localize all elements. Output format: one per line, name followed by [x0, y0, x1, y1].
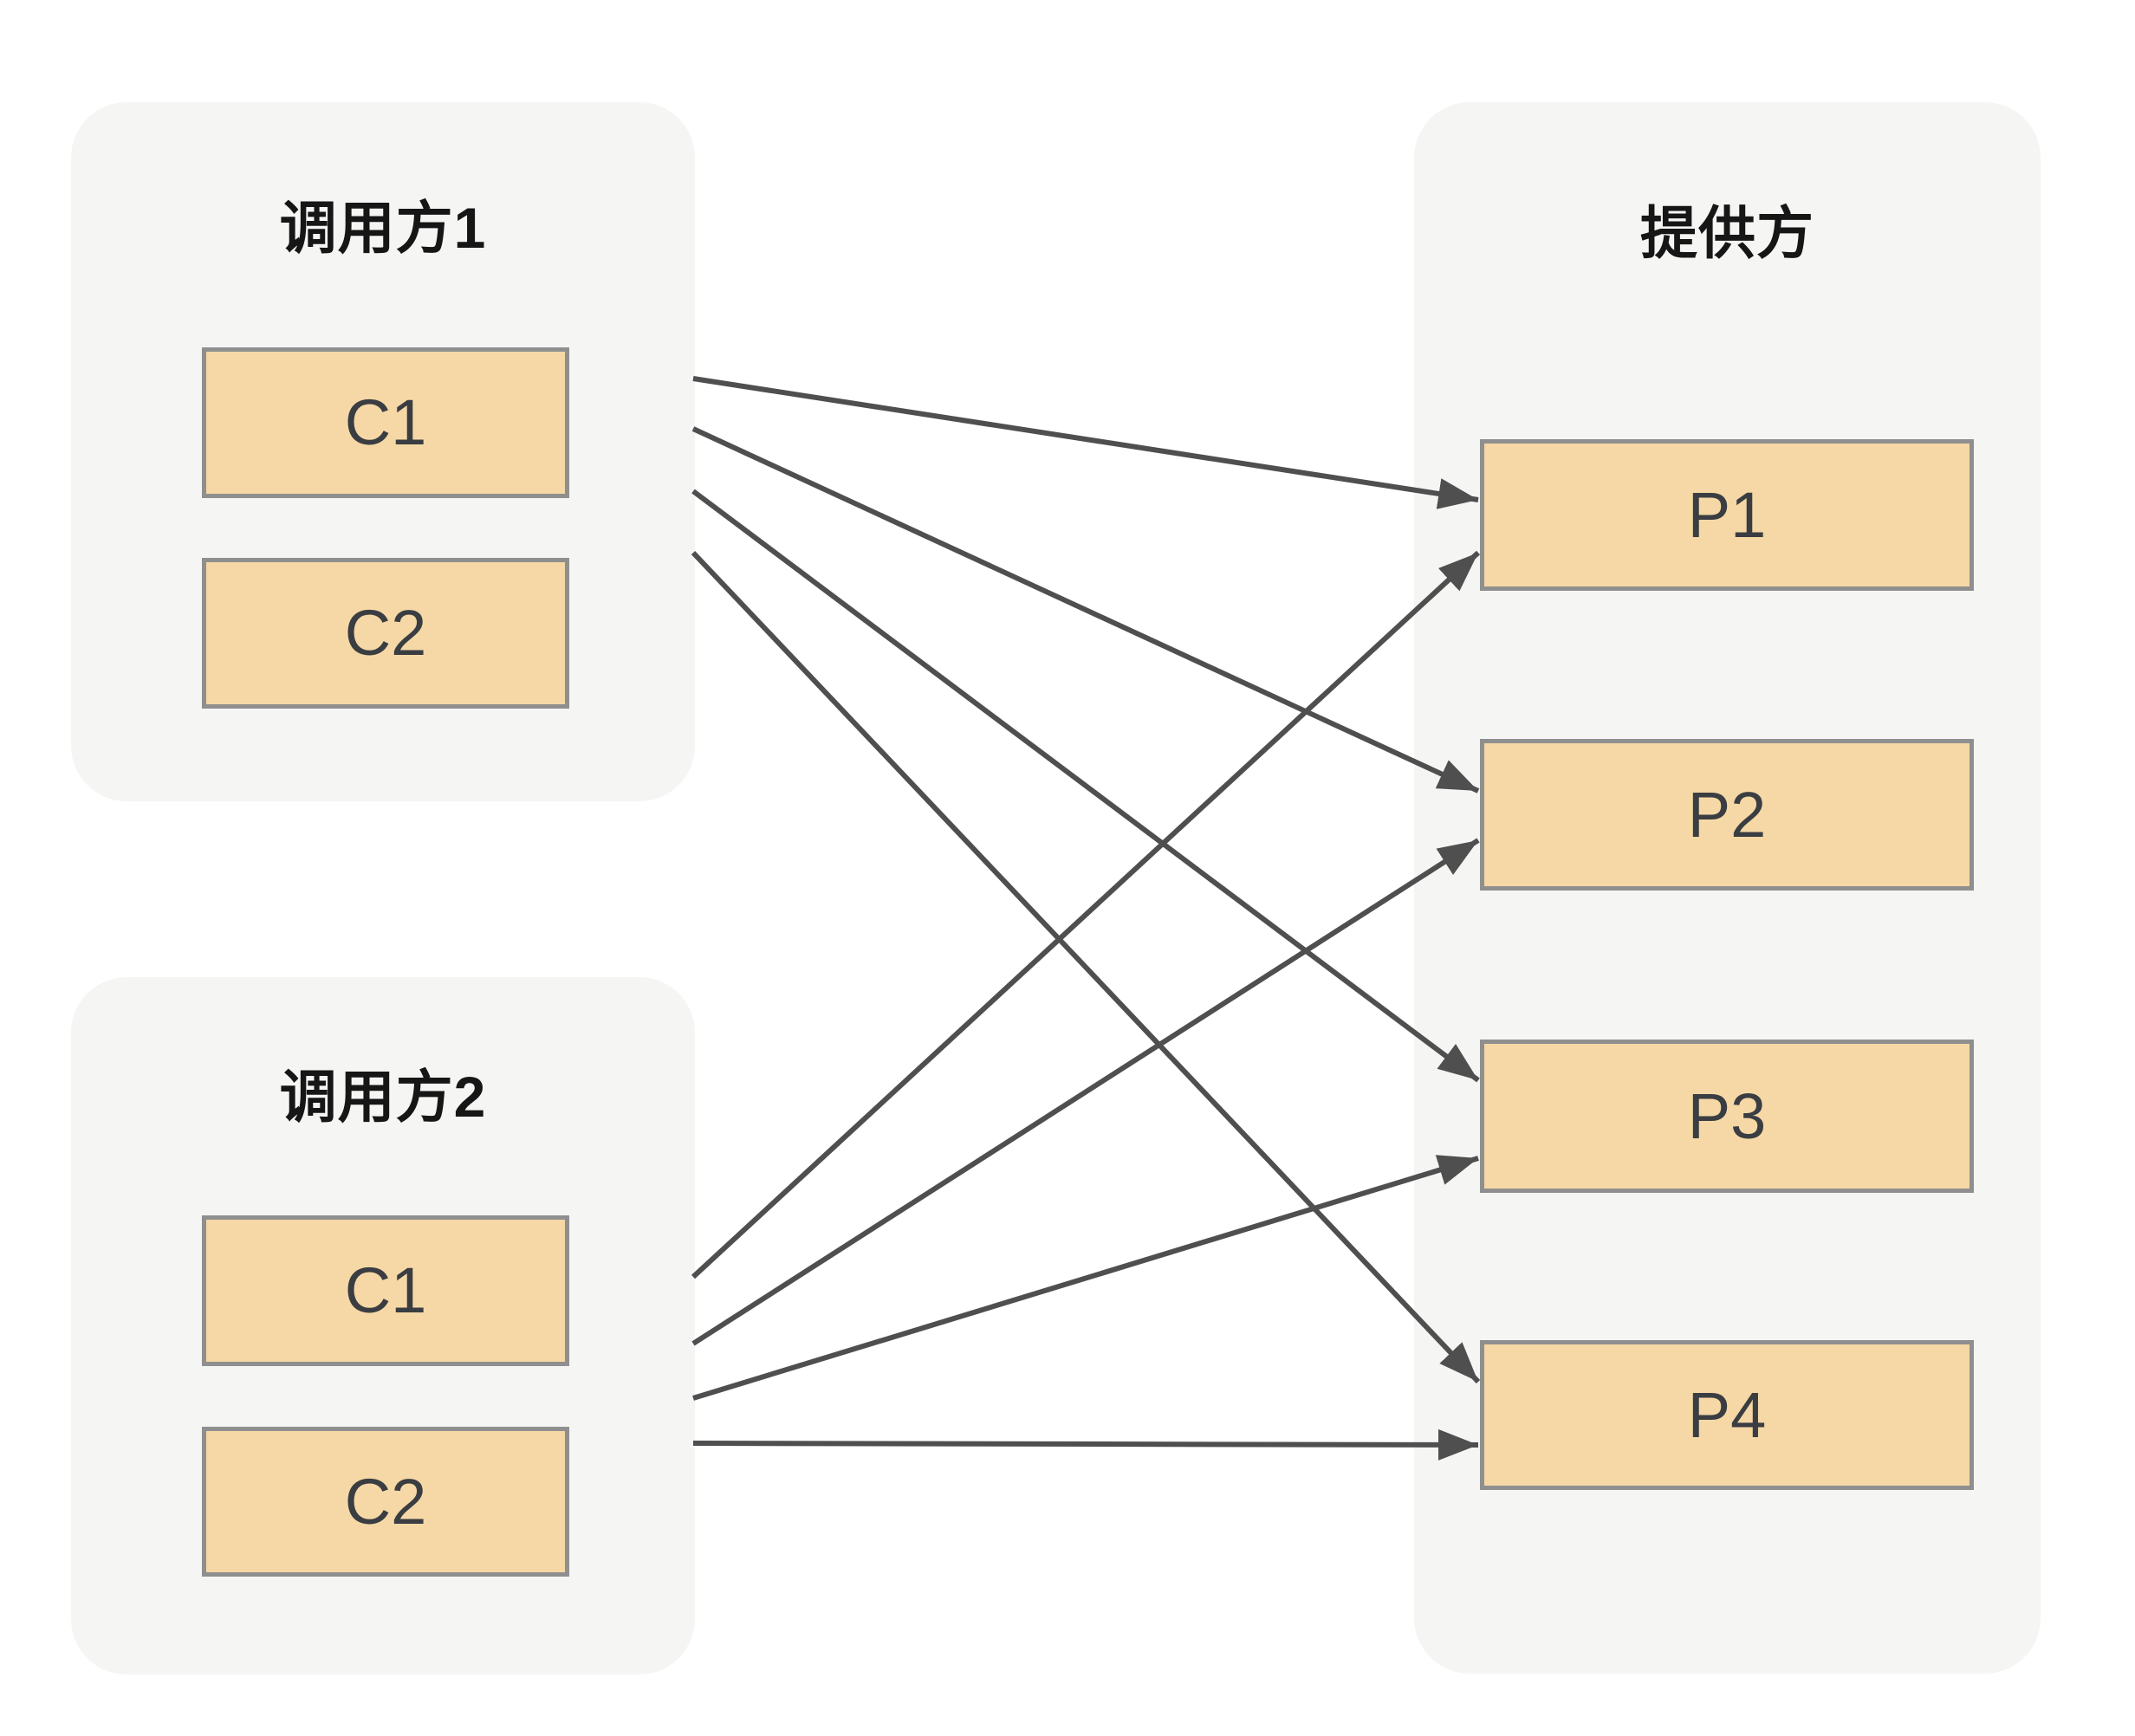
call-arrows — [691, 376, 1481, 1461]
node-provider-p2: P2 — [1480, 739, 1974, 891]
arrow-caller2-to-P3 — [692, 1155, 1479, 1401]
node-caller2-c2-label: C2 — [344, 1465, 427, 1538]
node-provider-p1: P1 — [1480, 439, 1974, 591]
node-caller1-c1-label: C1 — [344, 386, 427, 458]
node-provider-p2-label: P2 — [1687, 778, 1767, 851]
node-provider-p4: P4 — [1480, 1340, 1974, 1490]
node-provider-p3: P3 — [1480, 1040, 1974, 1193]
node-caller1-c1: C1 — [202, 347, 569, 498]
arrow-caller1-to-P3 — [691, 489, 1480, 1083]
arrow-caller1-to-P2 — [691, 426, 1480, 794]
arrow-caller1-to-P4 — [691, 550, 1481, 1384]
group-caller1-title: 调用方1 — [279, 196, 487, 260]
arrow-caller1-to-P1 — [692, 376, 1479, 509]
node-caller1-c2: C2 — [202, 558, 569, 709]
node-provider-p1-label: P1 — [1687, 478, 1767, 551]
arrow-caller2-to-P4 — [692, 1428, 1479, 1461]
node-caller2-c1-label: C1 — [344, 1254, 427, 1326]
group-caller2-title: 调用方2 — [279, 1065, 487, 1129]
node-caller2-c2: C2 — [202, 1427, 569, 1577]
arrow-caller2-to-P1 — [691, 550, 1481, 1279]
node-caller2-c1: C1 — [202, 1215, 569, 1366]
node-provider-p4-label: P4 — [1687, 1378, 1767, 1451]
node-provider-p3-label: P3 — [1687, 1079, 1767, 1152]
node-caller1-c2-label: C2 — [344, 597, 427, 669]
arrow-caller2-to-P2 — [691, 838, 1480, 1346]
group-provider-title: 提供方 — [1640, 201, 1814, 265]
